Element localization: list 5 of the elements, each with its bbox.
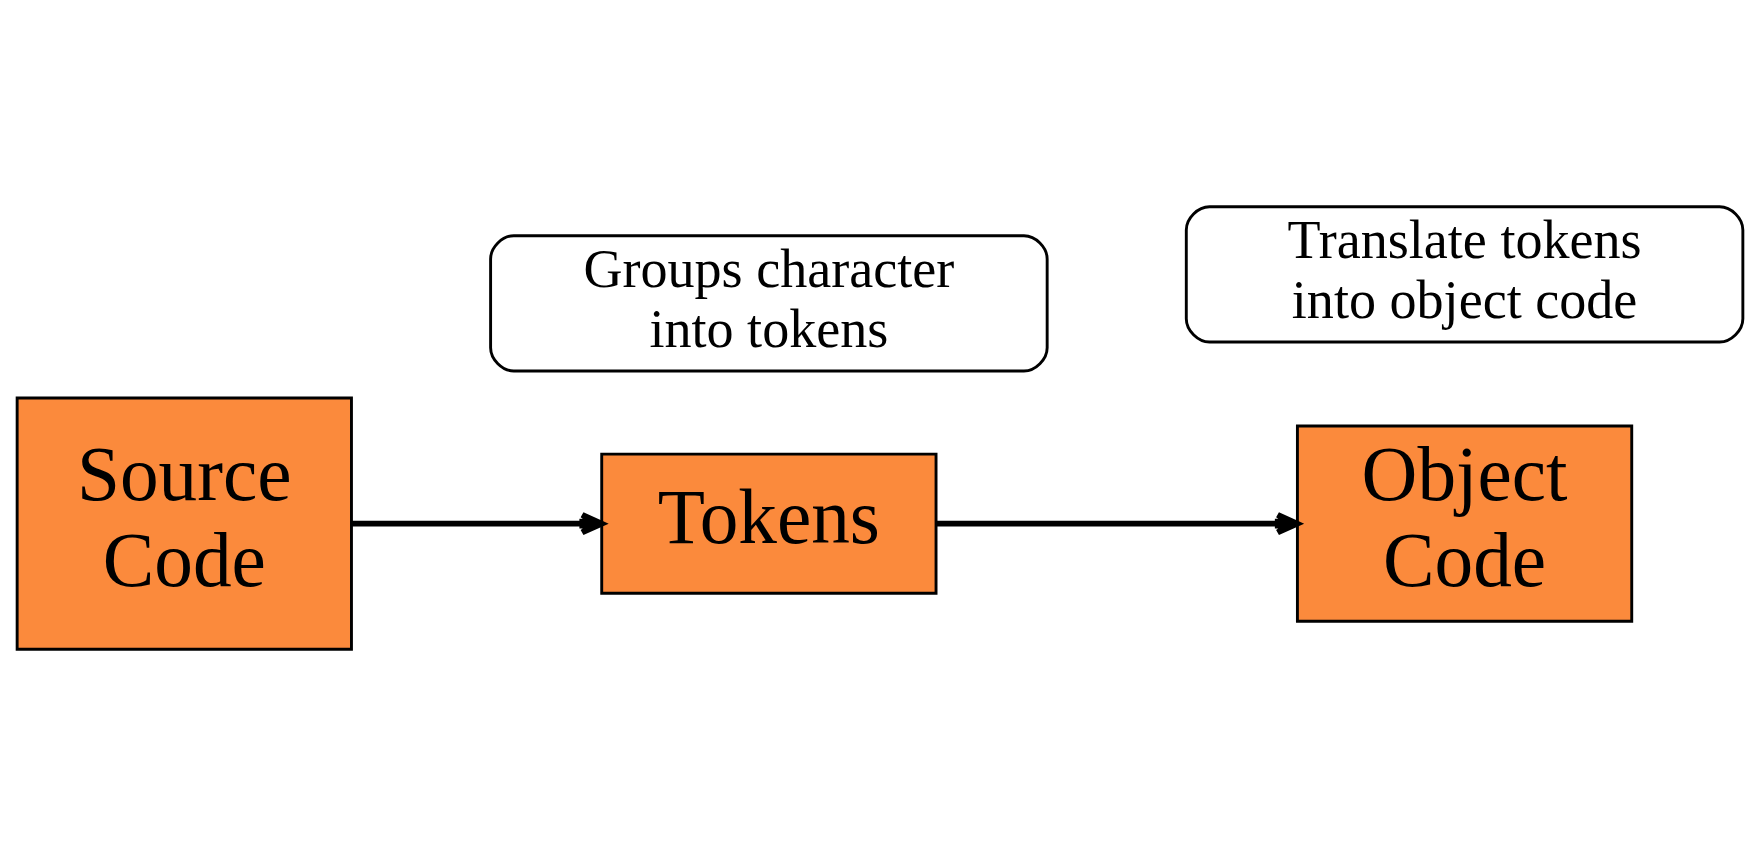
node-box: Source Code — [15, 396, 353, 651]
node-box: Translate tokens into object code — [1184, 204, 1745, 343]
node-box: Groups character into tokens — [489, 233, 1049, 372]
node-box: Object Code — [1295, 424, 1634, 623]
node-box: Tokens — [600, 452, 938, 595]
